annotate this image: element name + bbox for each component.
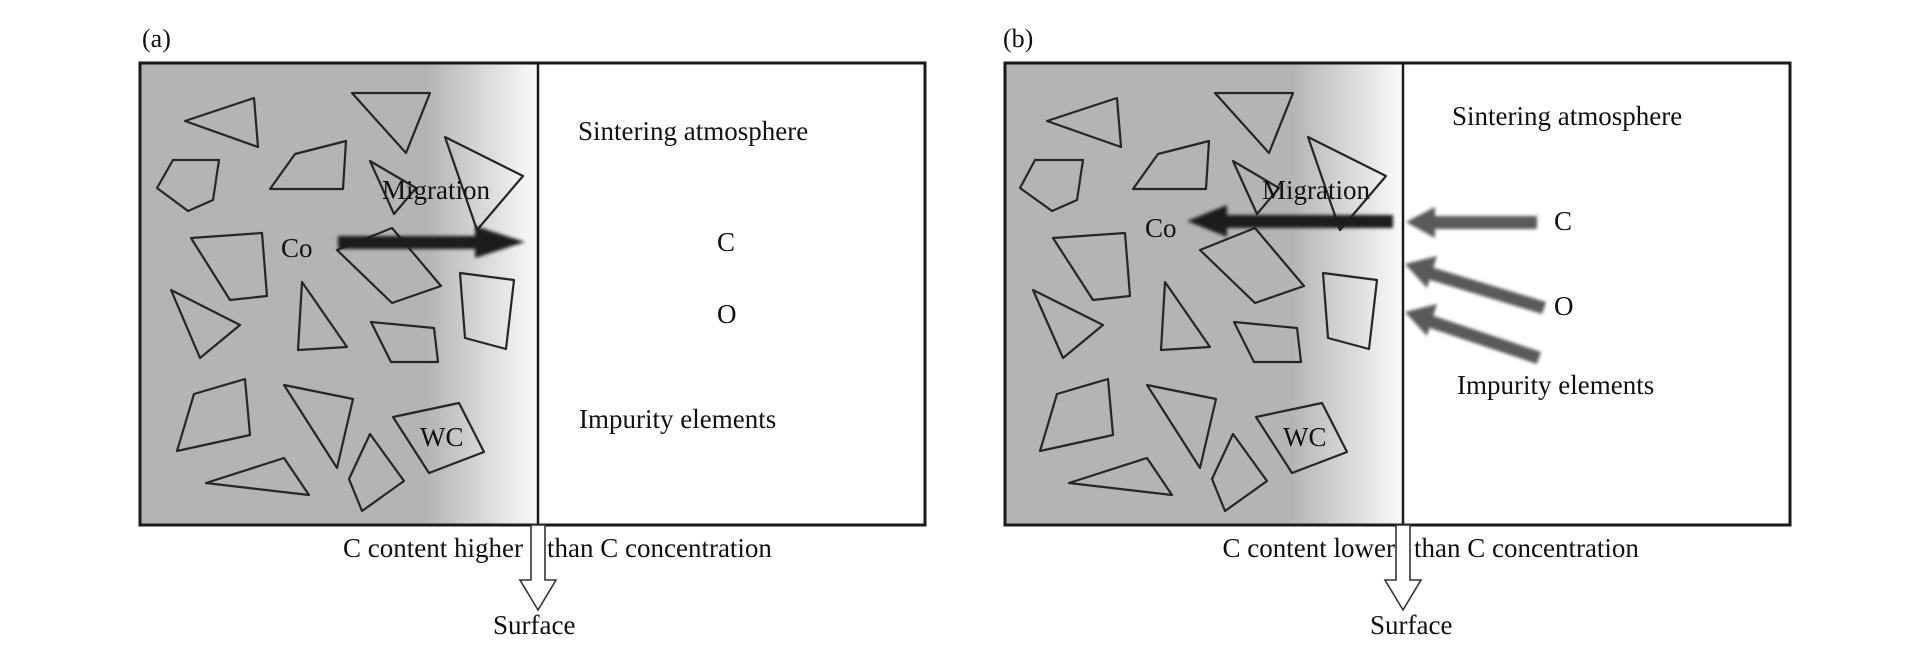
- c-inflow-arrow: [1406, 207, 1537, 238]
- migration-label: Migration: [1262, 175, 1370, 205]
- atmosphere-title: Sintering atmosphere: [578, 116, 809, 146]
- wc-grain: [458, 271, 516, 351]
- wc-grain: [1254, 401, 1349, 475]
- particle-label: WC: [420, 422, 464, 452]
- wc-grain: [1213, 91, 1295, 155]
- wc-grain: [1031, 288, 1105, 360]
- surface-label: Surface: [493, 610, 576, 640]
- matrix-region: [140, 63, 538, 525]
- panel-a: (a) Migration Co WC Sintering atmosphere…: [0, 0, 960, 659]
- surface-arrow: [518, 524, 558, 612]
- wc-grain: [204, 456, 311, 497]
- wc-grains: [155, 91, 525, 513]
- binder-label: Co: [1145, 213, 1177, 243]
- wc-grain: [1306, 135, 1388, 232]
- wc-grain: [175, 377, 252, 453]
- wc-grain: [183, 96, 260, 149]
- species-o: O: [1554, 291, 1574, 321]
- wc-grain: [268, 139, 348, 191]
- panel-label: (a): [142, 24, 171, 53]
- wc-grain: [347, 432, 406, 513]
- species-arrows: [1405, 207, 1546, 364]
- wc-grain: [1232, 320, 1303, 364]
- co-migration-arrow: [1187, 205, 1393, 237]
- wc-grain: [1145, 383, 1218, 470]
- wc-grain: [1210, 432, 1269, 513]
- migration-label: Migration: [382, 175, 490, 205]
- caption-right: than C concentration: [547, 533, 772, 563]
- surface-label: Surface: [1370, 610, 1453, 640]
- wc-grain: [1045, 96, 1123, 149]
- impurity-label: Impurity elements: [1457, 370, 1655, 400]
- wc-grain: [391, 401, 486, 475]
- atmosphere-title: Sintering atmosphere: [1452, 101, 1683, 131]
- wc-grain: [1018, 158, 1085, 213]
- wc-grain: [369, 320, 440, 364]
- wc-grain: [189, 231, 269, 302]
- panel-b: (b) Migration Co WC Sintering atmosphere…: [865, 0, 1825, 659]
- wc-grain: [1067, 456, 1174, 497]
- wc-grain: [1159, 280, 1212, 352]
- matrix-region: [1005, 63, 1403, 525]
- wc-grain: [296, 280, 349, 352]
- wc-grain: [1198, 226, 1306, 305]
- wc-grain: [443, 135, 525, 232]
- species-c: C: [1554, 206, 1573, 236]
- wc-grain: [368, 159, 418, 216]
- wc-grain: [1131, 139, 1211, 191]
- wc-grains: [1018, 91, 1388, 513]
- caption-left: C content lower: [1222, 533, 1395, 563]
- wc-grain: [1038, 377, 1115, 453]
- caption-left: C content higher: [343, 533, 523, 563]
- wc-grain: [1321, 271, 1379, 351]
- caption-right: than C concentration: [1414, 533, 1639, 563]
- panel-a-diagram: [138, 61, 927, 612]
- wc-grain: [282, 383, 355, 470]
- wc-grain: [155, 158, 221, 213]
- wc-grain: [335, 226, 443, 305]
- impurity-label: Impurity elements: [579, 404, 777, 434]
- species-o: O: [717, 299, 737, 329]
- panel-label: (b): [1003, 24, 1034, 53]
- species-c: C: [717, 227, 736, 257]
- wc-grain: [350, 91, 432, 155]
- binder-label: Co: [281, 233, 313, 263]
- o-inflow-arrow: [1405, 256, 1546, 314]
- surface-arrow: [1383, 524, 1423, 612]
- wc-grain: [1231, 159, 1281, 216]
- co-migration-arrow: [338, 226, 525, 258]
- wc-grain: [1051, 231, 1132, 302]
- wc-grain: [169, 288, 242, 360]
- panel-b-diagram: [1003, 61, 1792, 612]
- impurity-inflow-arrow: [1405, 304, 1541, 364]
- particle-label: WC: [1283, 422, 1327, 452]
